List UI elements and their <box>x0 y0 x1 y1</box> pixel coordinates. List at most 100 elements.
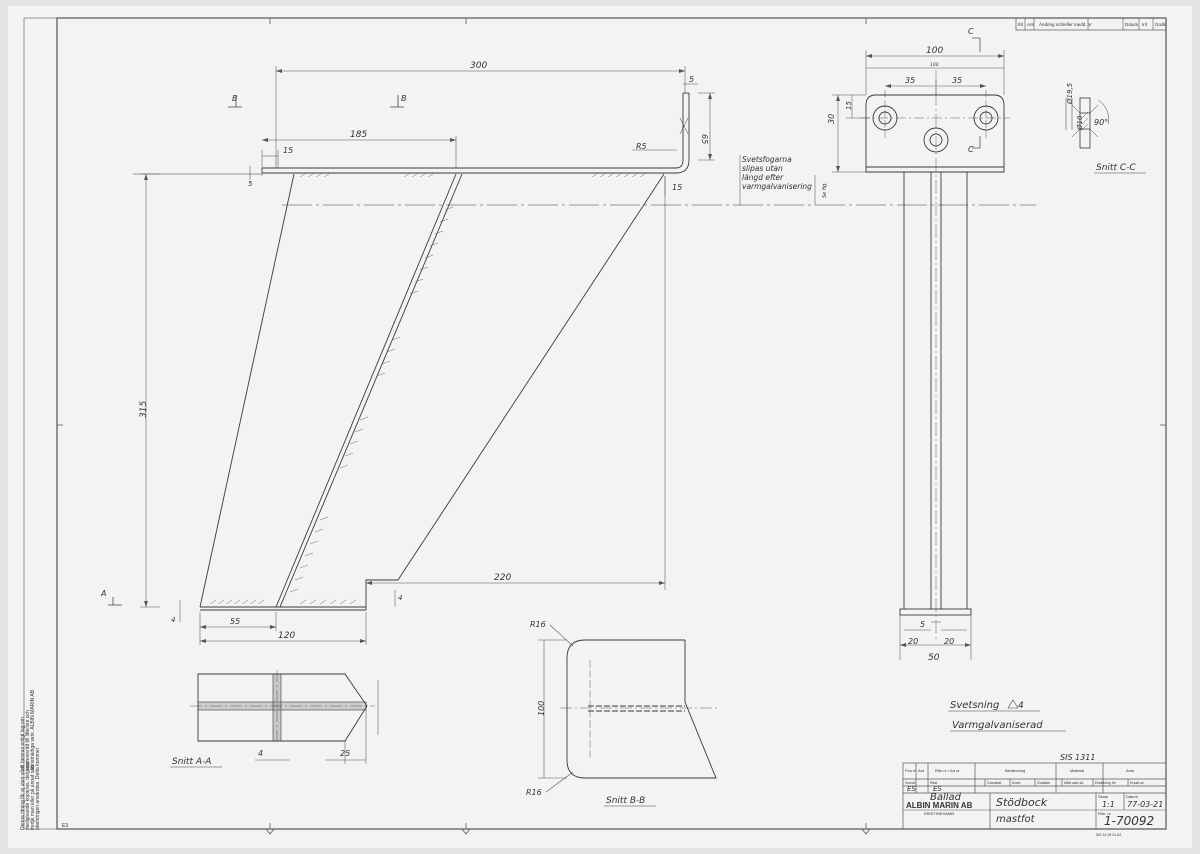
welding-note: Svetsning <box>950 700 999 711</box>
tb-label-ritat: Ritat <box>930 781 937 785</box>
dim-angle: 90° <box>1094 118 1108 127</box>
rev-col-godk: Godk <box>1155 22 1167 27</box>
rev-col-ant: Ant <box>1027 22 1035 27</box>
title-block <box>902 762 1167 830</box>
side-dimensions <box>832 37 1005 660</box>
tb-company-sub: KRISTINEHAMN <box>924 811 954 816</box>
tb-checker: ES <box>933 785 942 793</box>
dim-left-margin: 15 <box>283 146 293 155</box>
dim-top-width: 100 <box>926 46 943 56</box>
front-dimensions <box>140 66 816 645</box>
tb-label-granskat: Granskat <box>987 781 1001 785</box>
paper <box>8 6 1192 848</box>
dim-flange-thickness: 5 <box>689 75 694 84</box>
dim-radius-bottom: R16 <box>526 788 542 797</box>
tb-date: 77-03-21 <box>1127 800 1163 809</box>
revision-header: Ifd Ant Ändring och/eller medd. nr Datum… <box>1015 17 1167 31</box>
dim-corner-radius: R5 <box>636 142 647 151</box>
tb-label-pos: Pos nr <box>905 768 917 773</box>
dim-bottom-width: 50 <box>928 653 940 663</box>
copyright-line-7: konstnärliga verk. ALBIN MARIN AB <box>30 689 36 770</box>
dim-foot-thick-right: 4 <box>398 594 402 602</box>
weld-note-line-3: längd efter <box>742 173 784 182</box>
tb-label-ritn: Ritn nr / Art nr <box>935 768 960 773</box>
section-b-dims <box>538 624 574 793</box>
tb-scale-label: Skala <box>1098 794 1109 799</box>
sheet-code: E3 <box>62 823 68 829</box>
standard-number: SIS 1311 <box>1060 753 1095 762</box>
section-mark-c-bottom: C <box>968 145 974 154</box>
tb-label-material: Material <box>1070 768 1084 773</box>
dim-right-height: 65 <box>700 134 709 144</box>
weld-note-dim: Se fig. <box>822 182 828 198</box>
tb-label-konstr: Konstr. <box>905 781 916 785</box>
dim-hole-pitch-left: 35 <box>905 76 915 85</box>
section-mark-b-left: B <box>232 94 238 103</box>
general-notes: Svetsning 4 Varmgalvaniserad <box>948 699 1066 732</box>
welding-symbol-value: 4 <box>1018 701 1024 711</box>
weld-note-line-4: varmgalvanisering <box>742 182 812 191</box>
dim-bottom-thick: 5 <box>920 620 925 629</box>
tb-project: Ballad <box>930 792 962 803</box>
tb-label-anm: Anm <box>1126 768 1135 773</box>
dim-overall-width: 300 <box>470 61 487 71</box>
side-view <box>860 70 1010 640</box>
front-labels: 300 185 15 5 65 R5 15 315 220 55 120 4 4… <box>100 61 828 641</box>
tb-label-ersattning: Ersättning för <box>1095 781 1117 785</box>
section-a-label: Snitt A-A <box>172 757 211 767</box>
tb-company: ALBIN MARIN AB <box>906 801 973 810</box>
section-a-dims <box>255 680 379 764</box>
tb-drawing-no: 1-70092 <box>1104 814 1154 828</box>
copyright-line-5: att beivras enligt lag om <box>20 717 26 770</box>
dim-foot-inner: 55 <box>230 617 240 626</box>
section-marks-front <box>108 95 404 606</box>
weld-note-line-2: slipas utan <box>742 164 783 173</box>
tb-label-ant: Ant <box>918 768 925 773</box>
dim-foot-length: 220 <box>494 573 511 583</box>
dim-web-left: 20 <box>908 637 918 646</box>
dim-web-right: 20 <box>944 637 954 646</box>
dim-foot-total: 120 <box>278 631 295 641</box>
dim-sub-width: 100 <box>930 62 939 68</box>
weld-hatching <box>209 172 647 605</box>
dim-foot-thick: 4 <box>171 616 175 624</box>
tb-footer: SIS 14 09 01 A2 <box>1096 833 1121 837</box>
section-b-labels: R16 R16 100 Snitt B-B <box>526 620 656 807</box>
rev-col-date: Datum <box>1125 22 1139 27</box>
copyright-line-2: medgivande kopieras, delgivas <box>25 761 31 830</box>
finish-note: Varmgalvaniserad <box>952 720 1043 731</box>
section-c-c <box>1065 97 1109 149</box>
weld-note-line-1: Svetsfogarna <box>742 155 792 164</box>
dim-flange-length: 185 <box>350 130 367 140</box>
copyright-note: Denna ritning får ej utan vårt medgivand… <box>19 689 41 830</box>
dim-side-height: 30 <box>827 114 836 124</box>
copyright-line-4: obehörigen användas. Detta kommer <box>35 747 41 830</box>
dim-section-a-right: 25 <box>340 749 350 758</box>
dim-right-offset: 15 <box>672 183 682 192</box>
section-mark-a: A <box>100 589 106 598</box>
tb-label-kontr: Kontr. <box>1012 781 1021 785</box>
copyright-line-1: Denna ritning får ej utan vårt <box>19 766 26 830</box>
dim-hole-pitch-right: 35 <box>952 76 962 85</box>
tb-scale: 1:1 <box>1102 800 1115 809</box>
dim-section-b-height: 100 <box>537 701 546 716</box>
side-labels: 100 100 35 35 30 15 5 20 20 50 C C <box>827 27 974 663</box>
tb-label-ersatt-av: Ersatt av <box>1130 781 1144 785</box>
section-a-labels: 4 25 Snitt A-A <box>170 749 350 768</box>
dim-height: 315 <box>139 401 149 418</box>
section-b-b <box>560 639 720 779</box>
copyright-line-3: tredje man eller på annat sätt <box>29 765 36 830</box>
front-view <box>133 92 1036 611</box>
tb-drafter: ES <box>907 785 916 793</box>
tb-label-tol: Mått utan tol. <box>1064 781 1084 785</box>
rev-col-change: Ändring och/eller medd. nr <box>1039 21 1092 27</box>
dim-dia-outer: Ø19,5 <box>1066 82 1074 105</box>
section-b-label: Snitt B-B <box>606 796 645 806</box>
tb-drawing-no-label: Ritn. nr <box>1098 811 1112 816</box>
tb-title-2: mastfot <box>996 814 1036 825</box>
section-mark-c-top: C <box>968 27 974 36</box>
section-c-label: Snitt C-C <box>1096 163 1136 173</box>
dim-radius-top: R16 <box>530 620 546 629</box>
tb-date-label: Datum <box>1126 794 1138 799</box>
